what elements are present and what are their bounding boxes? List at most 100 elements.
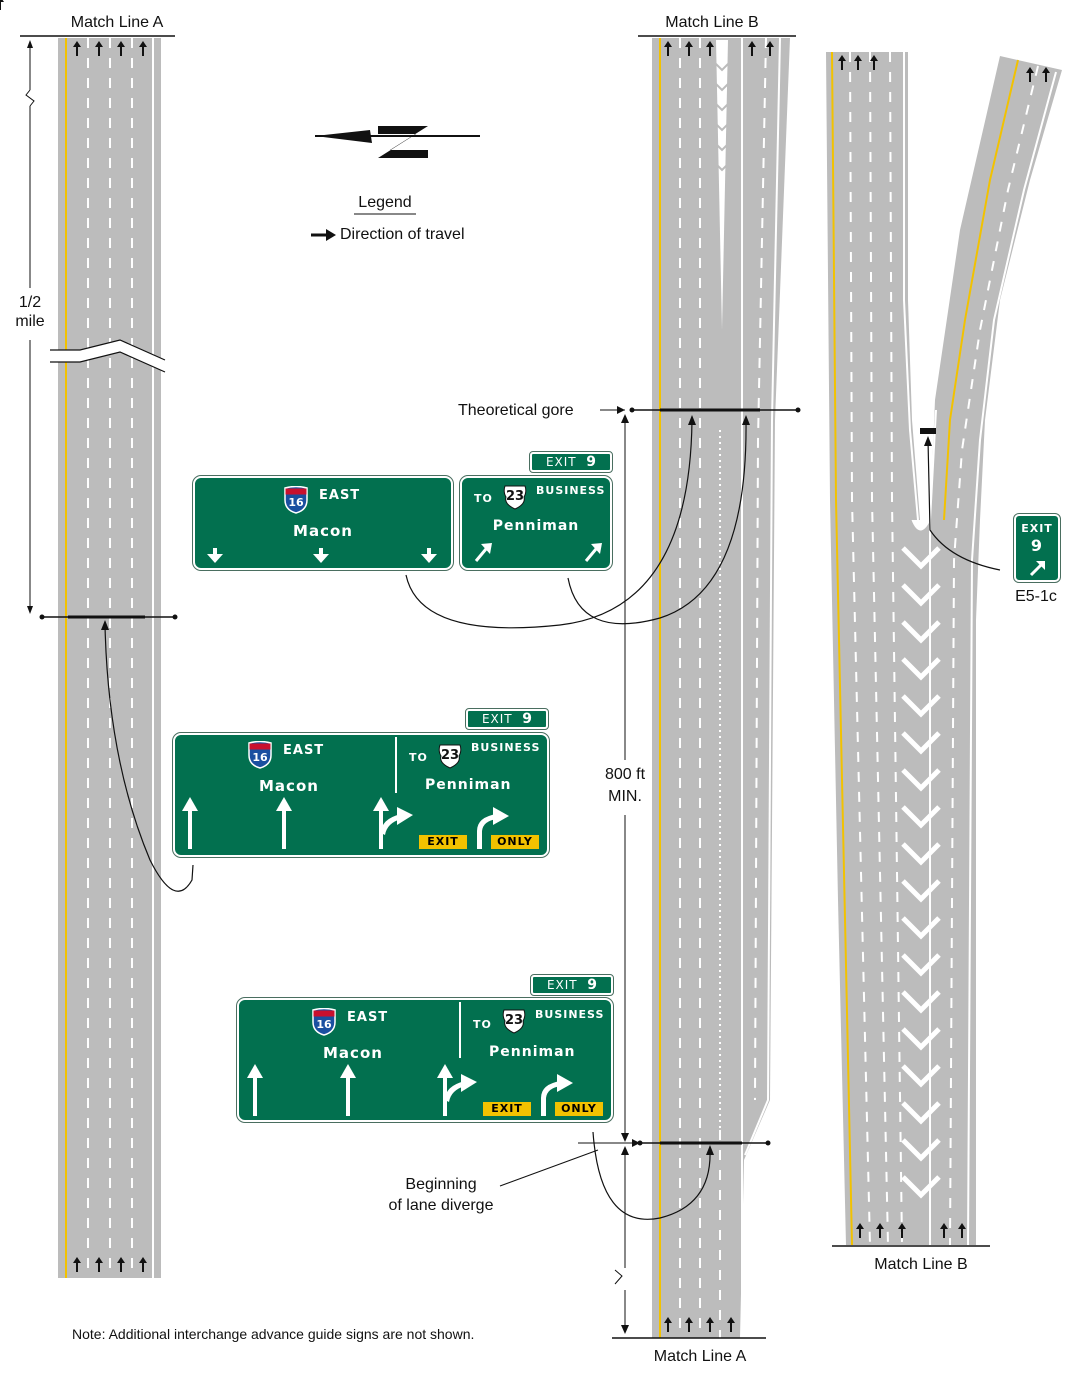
lane-use-arrows-icon xyxy=(247,1064,573,1116)
lane-arrow-icon xyxy=(73,1257,81,1272)
lane-arrow-icon xyxy=(706,1317,714,1332)
lane-use-arrows-icon xyxy=(182,797,509,849)
us-route-shield-icon: 23 xyxy=(501,1008,527,1034)
gore-overhead-sign-through: 16 EAST Macon xyxy=(192,475,454,571)
us-route-number: 23 xyxy=(505,489,525,504)
lane-arrow-icon xyxy=(958,1223,966,1238)
exit-tab-label: EXIT xyxy=(545,455,577,469)
lane-arrow-icon xyxy=(685,41,693,56)
only-panel: ONLY xyxy=(555,1102,603,1116)
left-roadway xyxy=(50,38,166,1278)
panel-divider xyxy=(395,737,397,793)
lane-arrow-icon xyxy=(727,1317,735,1332)
lane-arrow-icon xyxy=(95,1257,103,1272)
exit-tab-number: 9 xyxy=(587,977,598,993)
theoretical-gore-label: Theoretical gore xyxy=(458,402,574,419)
legend-title: Legend xyxy=(358,194,412,211)
exit-tab-label: EXIT xyxy=(481,712,513,726)
destination-text: Macon xyxy=(293,522,353,540)
half-mile-dimension xyxy=(25,40,35,614)
us-route-shield-icon: 23 xyxy=(437,743,463,769)
lane-arrow-icon xyxy=(1026,67,1034,82)
sign-structure-left xyxy=(39,614,194,892)
us-route-number: 23 xyxy=(440,748,460,763)
panel-divider xyxy=(459,1002,461,1058)
lane-arrow-icon xyxy=(664,1317,672,1332)
exit-tab-number: 9 xyxy=(522,711,533,727)
lane-arrow-icon xyxy=(838,55,846,70)
legend-direction-text: Direction of travel xyxy=(340,226,465,243)
exit-panel: EXIT xyxy=(483,1102,531,1116)
exit-destination-text: Penniman xyxy=(425,777,512,793)
down-arrows-icon xyxy=(207,548,437,563)
match-line-a-label: Match Line A xyxy=(70,14,164,31)
exit-panel: EXIT xyxy=(419,835,467,849)
lane-arrow-icon xyxy=(139,41,147,56)
only-panel: ONLY xyxy=(491,835,539,849)
to-label: TO xyxy=(474,492,493,505)
direction-arrow-icon xyxy=(311,229,336,241)
match-line-a-bottom-label: Match Line A xyxy=(653,1348,747,1365)
theoretical-gore-marker xyxy=(405,406,801,629)
lane-arrow-icon xyxy=(748,41,756,56)
lane-diverge-label-1: Beginning xyxy=(405,1176,477,1193)
lane-arrow-icon xyxy=(95,41,103,56)
interstate-shield-icon: 16 xyxy=(247,740,273,769)
exit-tab-lower: EXIT 9 xyxy=(530,974,614,996)
lane-arrow-icon xyxy=(685,1317,693,1332)
exit-destination-text: Penniman xyxy=(489,1044,576,1060)
interstate-shield-icon: 16 xyxy=(283,485,309,514)
lane-arrow-icon xyxy=(706,41,714,56)
us-route-shield-icon: 23 xyxy=(502,484,528,510)
lane-arrow-icon xyxy=(1042,67,1050,82)
lane-arrow-icon xyxy=(117,1257,125,1272)
exit-tab-number: 9 xyxy=(586,454,597,470)
note-text: Note: Additional interchange advance gui… xyxy=(72,1326,475,1342)
lane-arrow-icon xyxy=(139,1257,147,1272)
interstate-number: 16 xyxy=(316,1018,332,1031)
half-mile-unit: mile xyxy=(15,313,45,330)
route-type-text: BUSINESS xyxy=(536,484,606,497)
lane-arrow-sets xyxy=(73,41,1050,1332)
interstate-shield-icon: 16 xyxy=(311,1007,337,1036)
gore-sign-number: 9 xyxy=(1030,536,1044,555)
lane-arrow-icon xyxy=(664,41,672,56)
min-distance-unit: MIN. xyxy=(608,788,642,805)
right-roadway xyxy=(826,51,1062,1246)
north-arrow-icon xyxy=(315,126,480,158)
lane-diverge-marker xyxy=(499,1131,771,1220)
advance-overhead-sign-1: 16 EAST Macon TO 23 BUSINESS Penniman EX… xyxy=(172,732,550,858)
to-label: TO xyxy=(409,751,428,764)
match-line-b-label: Match Line B xyxy=(665,14,759,31)
match-line-b-bottom-label: Match Line B xyxy=(874,1256,968,1273)
min-distance-number: 800 ft xyxy=(604,766,646,783)
interstate-number: 16 xyxy=(288,496,304,509)
lane-arrow-icon xyxy=(117,41,125,56)
destination-text: Macon xyxy=(323,1044,383,1062)
lane-arrow-icon xyxy=(870,55,878,70)
sign-code-label: E5-1c xyxy=(1015,588,1057,605)
half-mile-number: 1/2 xyxy=(18,294,42,311)
direction-text: EAST xyxy=(283,743,325,758)
lane-arrow-icon xyxy=(856,1223,864,1238)
min-distance-dimension xyxy=(621,414,629,1334)
diagonal-up-right-arrow-icon xyxy=(1029,561,1045,577)
advance-overhead-sign-2: 16 EAST Macon TO 23 BUSINESS Penniman EX… xyxy=(236,997,614,1123)
lane-arrow-icon xyxy=(940,1223,948,1238)
us-route-number: 23 xyxy=(504,1013,524,1028)
lane-arrow-icon xyxy=(854,55,862,70)
gore-sign-exit-text: EXIT xyxy=(1021,522,1053,535)
lane-arrow-icon xyxy=(898,1223,906,1238)
lane-arrow-icon xyxy=(876,1223,884,1238)
lane-arrow-icon xyxy=(73,41,81,56)
interstate-number: 16 xyxy=(252,751,268,764)
diagonal-arrows-icon xyxy=(474,543,602,562)
route-type-text: BUSINESS xyxy=(535,1008,605,1021)
gore-overhead-sign-exit: TO 23 BUSINESS Penniman xyxy=(459,475,613,571)
lane-diverge-label-2: of lane diverge xyxy=(388,1197,494,1214)
exit-destination-text: Penniman xyxy=(492,518,580,534)
to-label: TO xyxy=(473,1018,492,1031)
route-type-text: BUSINESS xyxy=(471,741,541,754)
